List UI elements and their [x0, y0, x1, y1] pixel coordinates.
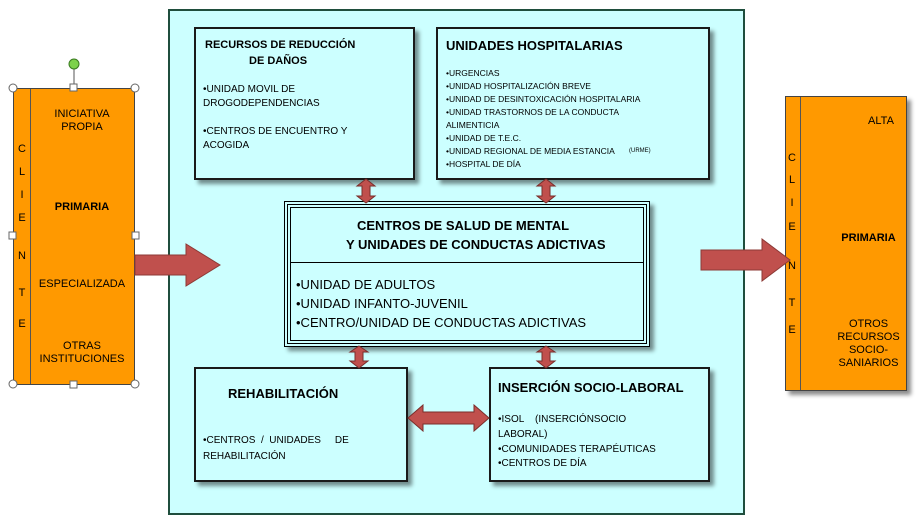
cliente-letter: I [790, 197, 794, 209]
cliente-letter: I [20, 189, 24, 201]
connector-arrow-insercion [535, 345, 557, 369]
hospitalarias-item: •UNIDAD REGIONAL DE MEDIA ESTANCIA [446, 146, 615, 156]
connector-arrow-horizontal [407, 404, 490, 432]
cliente-letter: N [788, 260, 796, 272]
centros-title-2: Y UNIDADES DE CONDUCTAS ADICTIVAS [346, 237, 606, 252]
centros-item: •UNIDAD DE ADULTOS [296, 277, 436, 292]
rehabilitacion-item: REHABILITACIÓN [203, 451, 286, 462]
label-recursos: RECURSOS [837, 331, 900, 343]
insercion-item: LABORAL) [498, 429, 548, 440]
centros-title-1: CENTROS DE SALUD DE MENTAL [357, 218, 570, 233]
hospitalarias-urme: (URME) [629, 148, 651, 154]
centros-item: •UNIDAD INFANTO-JUVENIL [296, 296, 468, 311]
rehabilitacion-item: •CENTROS / UNIDADES DE [203, 435, 349, 446]
centros-divider [291, 262, 643, 263]
label-socio: SOCIO- [848, 344, 889, 356]
arrow-in [134, 243, 221, 287]
hospitalarias-box[interactable] [436, 27, 710, 180]
right-client-panel[interactable] [785, 96, 907, 391]
label-primaria-left: PRIMARIA [54, 201, 110, 213]
label-primaria-right: PRIMARIA [841, 232, 896, 244]
hospitalarias-item: •UNIDAD DE DESINTOXICACIÓN HOSPITALARIA [446, 94, 641, 104]
cliente-letter: E [18, 212, 26, 224]
insercion-item: •CENTROS DE DÍA [498, 458, 587, 469]
cliente-letter: E [788, 324, 796, 336]
insercion-box[interactable] [489, 367, 710, 482]
label-especializada: ESPECIALIZADA [38, 278, 126, 290]
cliente-letter: E [18, 318, 26, 330]
insercion-item: •COMUNIDADES TERAPÉUTICAS [498, 444, 656, 455]
label-instituciones: INSTITUCIONES [39, 353, 125, 365]
recursos-item: DROGODEPENDENCIAS [203, 98, 320, 109]
hospitalarias-item: ALIMENTICIA [446, 120, 500, 130]
cliente-letter: L [18, 166, 26, 178]
hospitalarias-item: •UNIDAD TRASTORNOS DE LA CONDUCTA [446, 107, 620, 117]
label-propia: PROPIA [61, 121, 103, 133]
recursos-item: ACOGIDA [203, 140, 250, 151]
cliente-letter: L [788, 174, 796, 186]
connector-arrow-rehabilitacion [348, 345, 370, 369]
connector-arrow-recursos [355, 178, 377, 204]
left-client-panel[interactable] [13, 88, 135, 385]
recursos-title-2: DE DAÑOS [249, 55, 308, 67]
left-panel-divider [30, 89, 31, 384]
cliente-letter: T [788, 297, 796, 309]
hospitalarias-item: •HOSPITAL DE DÍA [446, 159, 521, 169]
hospitalarias-title: UNIDADES HOSPITALARIAS [446, 38, 623, 53]
recursos-title-1: RECURSOS DE REDUCCIÓN [205, 39, 356, 51]
rotate-handle [68, 58, 80, 70]
cliente-letter: N [18, 250, 26, 262]
rehabilitacion-title: REHABILITACIÓN [228, 386, 339, 401]
hospitalarias-item: •UNIDAD DE T.E.C. [446, 133, 522, 143]
label-iniciativa: INICIATIVA [54, 108, 110, 120]
cliente-letter: E [788, 221, 796, 233]
label-alta: ALTA [868, 115, 894, 127]
insercion-item: •ISOL (INSERCIÓNSOCIO [498, 414, 627, 425]
arrow-out [700, 238, 791, 282]
cliente-letter: T [18, 287, 26, 299]
cliente-letter: C [18, 143, 26, 155]
label-otras: OTRAS [63, 340, 101, 352]
label-saniarios: SANIARIOS [838, 357, 899, 369]
label-otros: OTROS [848, 318, 889, 330]
hospitalarias-item: •UNIDAD HOSPITALIZACIÓN BREVE [446, 81, 591, 91]
hospitalarias-item: •URGENCIAS [446, 68, 500, 78]
recursos-item: •UNIDAD MOVIL DE [203, 84, 296, 95]
centros-box[interactable] [284, 201, 650, 347]
connector-arrow-hospitalarias [535, 178, 557, 204]
recursos-item: •CENTROS DE ENCUENTRO Y [203, 126, 348, 137]
cliente-letter: C [788, 152, 796, 164]
insercion-title: INSERCIÓN SOCIO-LABORAL [498, 380, 684, 395]
selection-handles[interactable] [5, 55, 145, 389]
rehabilitacion-box[interactable] [194, 367, 408, 482]
centros-item: •CENTRO/UNIDAD DE CONDUCTAS ADICTIVAS [296, 315, 587, 330]
recursos-box[interactable] [194, 27, 415, 180]
right-panel-divider [800, 97, 801, 390]
